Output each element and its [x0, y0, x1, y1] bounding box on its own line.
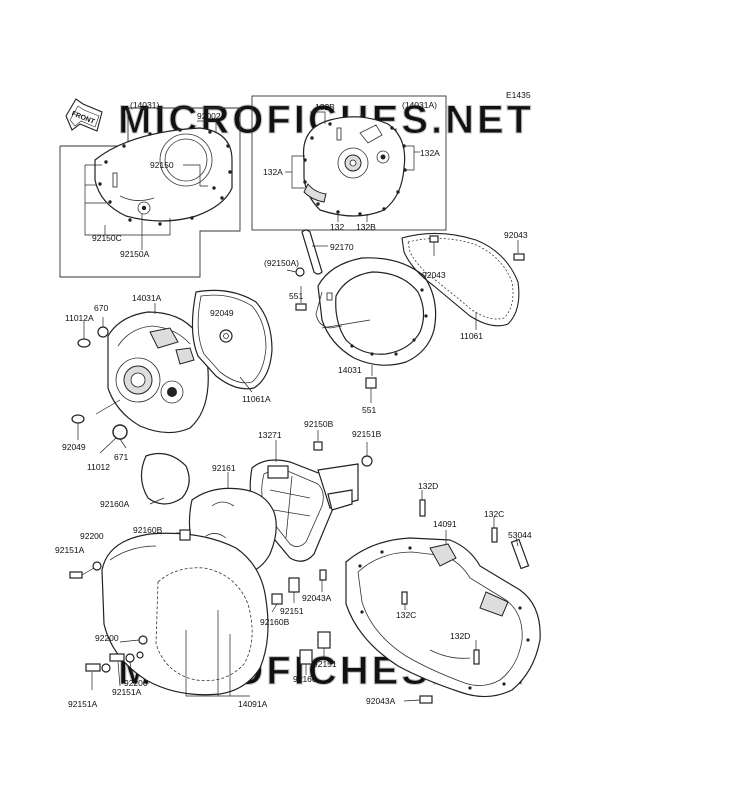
- inset-box-14031: [59, 107, 241, 278]
- label-92200-mid: 92200: [95, 633, 119, 643]
- label-14031-box: (14031): [130, 100, 159, 110]
- label-132c-mid: 132C: [396, 610, 416, 620]
- label-92150c: 92150C: [92, 233, 122, 243]
- label-92160b-top: 92160B: [133, 525, 163, 535]
- label-92170: 92170: [330, 242, 354, 252]
- plate-92160a: [140, 453, 190, 505]
- label-92160: 92160: [293, 674, 317, 684]
- ref-code: E1435: [506, 90, 531, 100]
- label-11061a: 11061A: [242, 394, 271, 404]
- label-14031a-box: (14031A): [402, 100, 437, 110]
- label-132d-bottom: 132D: [450, 631, 470, 641]
- label-92160a: 92160A: [100, 499, 130, 509]
- label-14031a: 14031A: [132, 293, 162, 303]
- outer-cover-14031a: [71, 289, 273, 454]
- inset-box-14031a: [251, 95, 447, 231]
- inner-cover-14031: [286, 229, 437, 403]
- label-92151-right: 92151: [313, 659, 337, 669]
- label-53044: 53044: [508, 530, 532, 540]
- label-92043-right: 92043: [504, 230, 528, 240]
- label-14091a: 14091A: [238, 699, 268, 709]
- label-132: 132: [330, 222, 344, 232]
- label-92151a-left: 92151A: [55, 545, 85, 555]
- label-92161: 92161: [212, 463, 236, 473]
- label-132d-top: 132D: [418, 481, 438, 491]
- label-92150b: 92150B: [304, 419, 334, 429]
- label-92150a-paren: (92150A): [264, 258, 299, 268]
- label-92150-box: 92150: [150, 160, 174, 170]
- label-132b-top: 132B: [315, 102, 335, 112]
- label-92043-mid: 92043: [422, 270, 446, 280]
- front-arrow-icon: FRONT: [65, 98, 103, 132]
- label-92151a-bottom: 92151A: [68, 699, 98, 709]
- label-92151a-mid: 92151A: [112, 687, 142, 697]
- label-14091: 14091: [433, 519, 457, 529]
- label-92043a-mid: 92043A: [302, 593, 332, 603]
- label-132a-right: 132A: [420, 148, 440, 158]
- label-92200-bottom: 92200: [124, 678, 148, 688]
- gasket-11061: [401, 232, 525, 330]
- label-13271: 13271: [258, 430, 282, 440]
- label-132b-bottom: 132B: [356, 222, 376, 232]
- label-92151b: 92151B: [352, 429, 382, 439]
- label-11012: 11012: [87, 462, 110, 472]
- label-670: 670: [94, 303, 108, 313]
- label-671: 671: [114, 452, 128, 462]
- label-551-top: 551: [289, 291, 303, 301]
- outer-cover-14091a: [69, 529, 331, 697]
- label-92151-mid: 92151: [280, 606, 304, 616]
- label-132c-right: 132C: [484, 509, 504, 519]
- label-132a-left: 132A: [263, 167, 283, 177]
- label-92049-top: 92049: [210, 308, 234, 318]
- label-92002: 92002: [197, 111, 221, 121]
- label-92049-bottom: 92049: [62, 442, 86, 452]
- label-11012a: 11012A: [65, 313, 94, 323]
- label-14031: 14031: [338, 365, 362, 375]
- label-92150a-box: 92150A: [120, 249, 150, 259]
- cover-14091: [319, 490, 541, 704]
- label-92160b-bottom: 92160B: [260, 617, 290, 627]
- label-551-bottom: 551: [362, 405, 376, 415]
- label-92043a-bottom: 92043A: [366, 696, 396, 706]
- label-92200-top: 92200: [80, 531, 104, 541]
- label-11061: 11061: [460, 331, 483, 341]
